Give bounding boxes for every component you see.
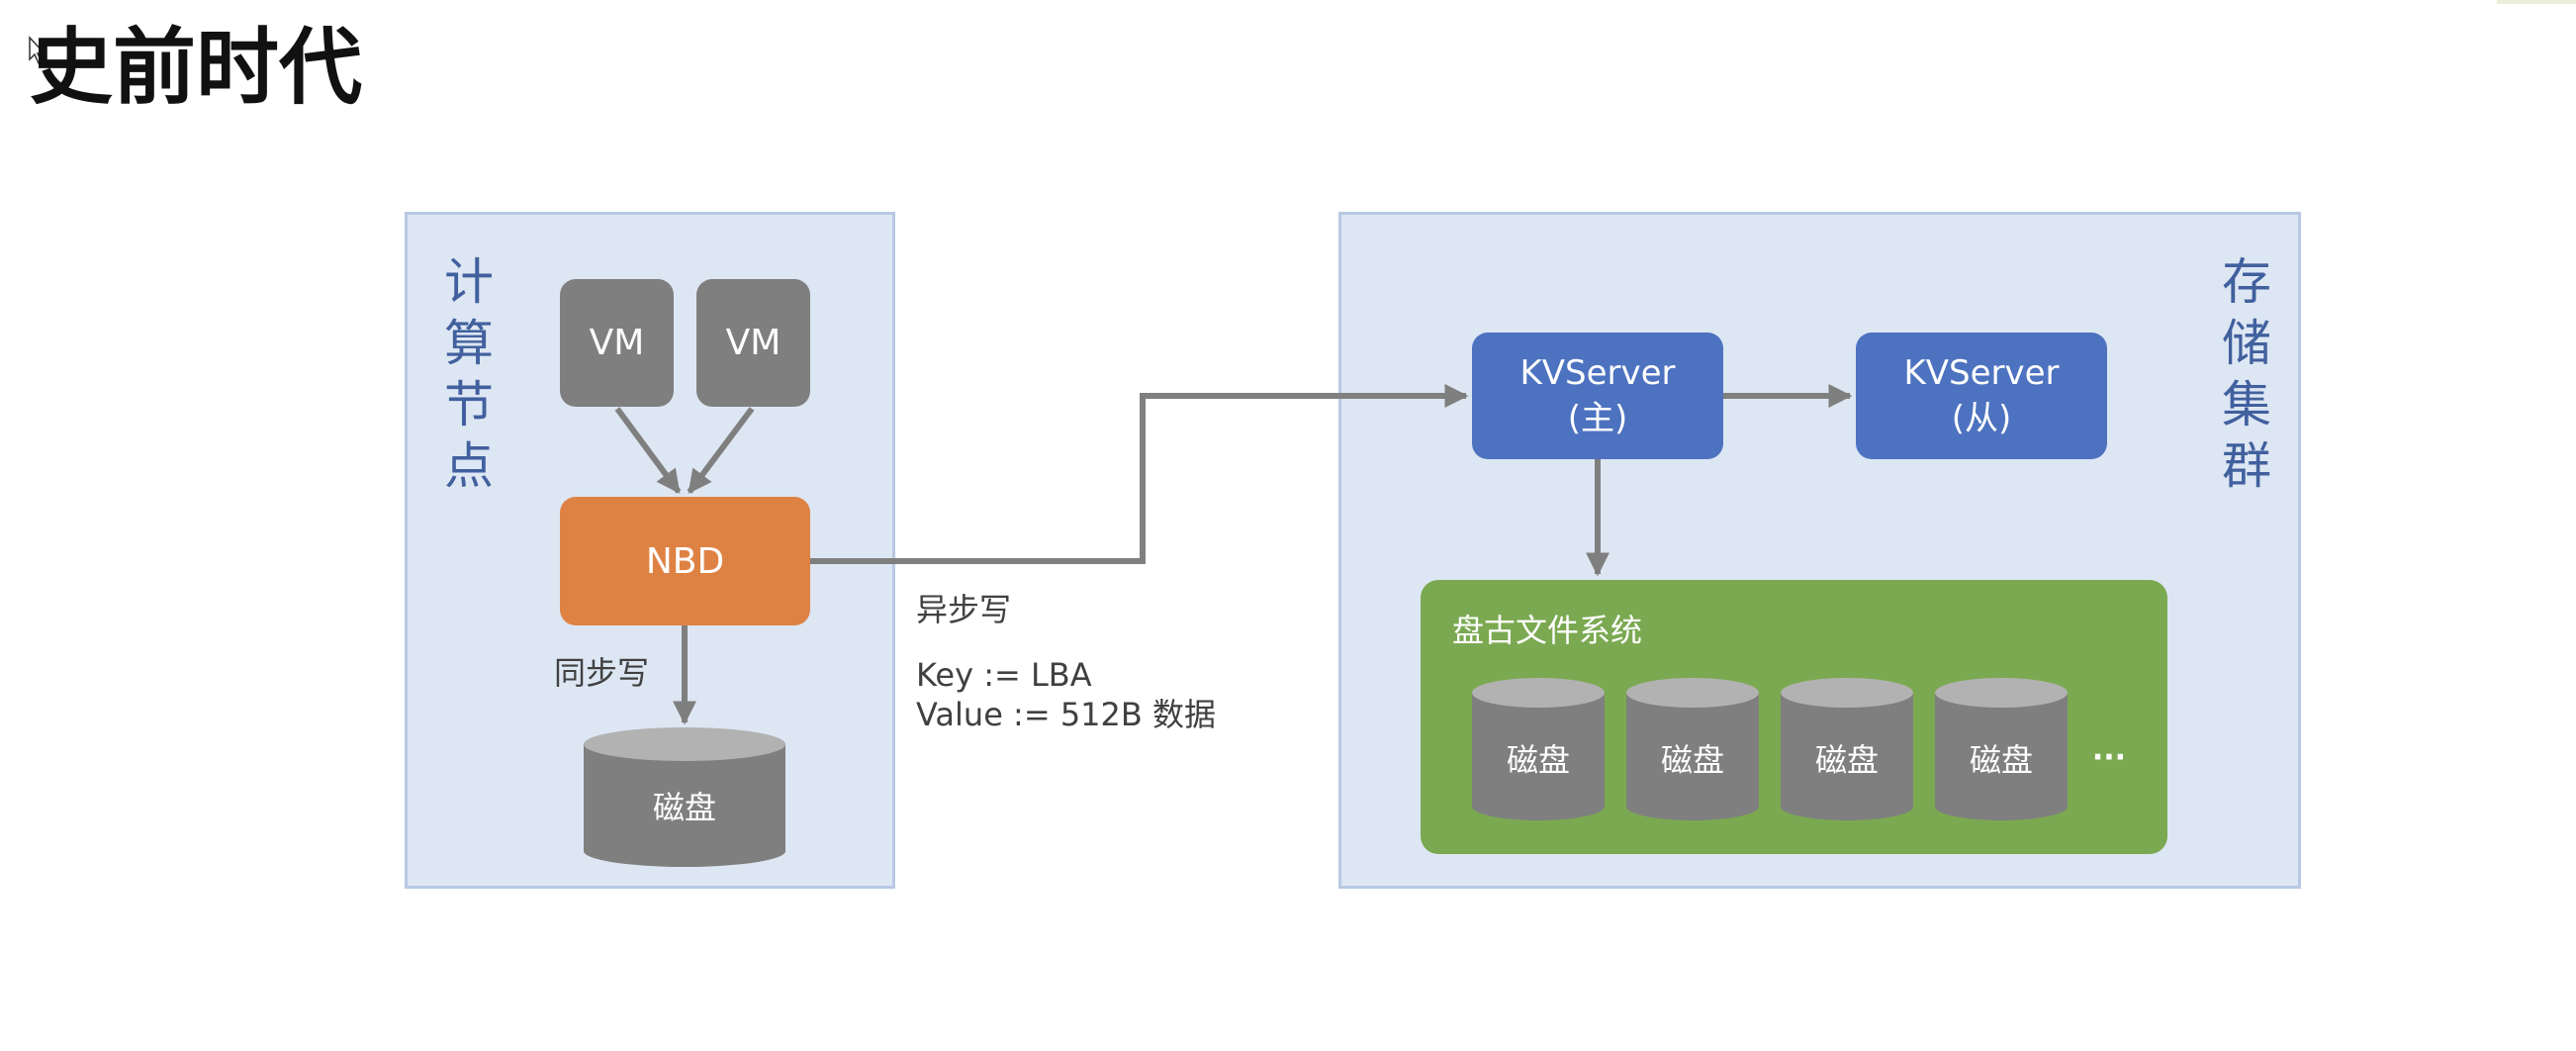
async-write-label: 异步写 — [916, 591, 1012, 628]
sync-write-label: 同步写 — [554, 654, 650, 692]
kvserver-master-role: (主) — [1567, 399, 1628, 438]
pangu-disk-cylinder-2 — [1626, 678, 1759, 820]
kvserver-slave-box: KVServer (从) — [1856, 333, 2107, 459]
vm1-to-nbd-arrow — [614, 407, 682, 494]
local-disk-label: 磁盘 — [652, 789, 716, 826]
pangu-disk-label-4: 磁盘 — [1969, 741, 2033, 779]
pangu-disk-cylinder-3 — [1781, 678, 1913, 820]
kvserver-master-name: KVServer — [1519, 353, 1676, 393]
compute-node-label: 计算节点 — [444, 253, 494, 495]
local-disk-cylinder — [584, 727, 785, 867]
page-title: 史前时代 — [30, 19, 363, 116]
mouse-pointer-icon — [29, 36, 46, 64]
storage-cluster-label: 存储集群 — [2222, 253, 2271, 495]
pangu-disk-cylinder-1 — [1472, 678, 1605, 820]
more-disks-ellipsis: ··· — [2091, 739, 2127, 775]
async-write-arrow — [810, 384, 1469, 564]
vm-box-2: VM — [696, 279, 810, 407]
pangu-disk-label-1: 磁盘 — [1506, 741, 1570, 779]
pangu-disk-cylinder-4 — [1935, 678, 2068, 820]
kvserver-slave-role: (从) — [1951, 399, 2012, 438]
pangu-disk-label-3: 磁盘 — [1814, 741, 1879, 779]
corner-mark — [2497, 0, 2576, 4]
key-definition: Key := LBA — [916, 656, 1092, 694]
nbd-box: NBD — [560, 497, 810, 625]
kvserver-master-box: KVServer (主) — [1472, 333, 1723, 459]
vm-box-1: VM — [560, 279, 674, 407]
vm2-to-nbd-arrow — [687, 407, 755, 494]
value-definition: Value := 512B 数据 — [916, 696, 1217, 733]
pangu-filesystem-label: 盘古文件系统 — [1452, 612, 1643, 649]
kvserver-slave-name: KVServer — [1903, 353, 2060, 393]
pangu-disk-label-2: 磁盘 — [1660, 741, 1724, 779]
